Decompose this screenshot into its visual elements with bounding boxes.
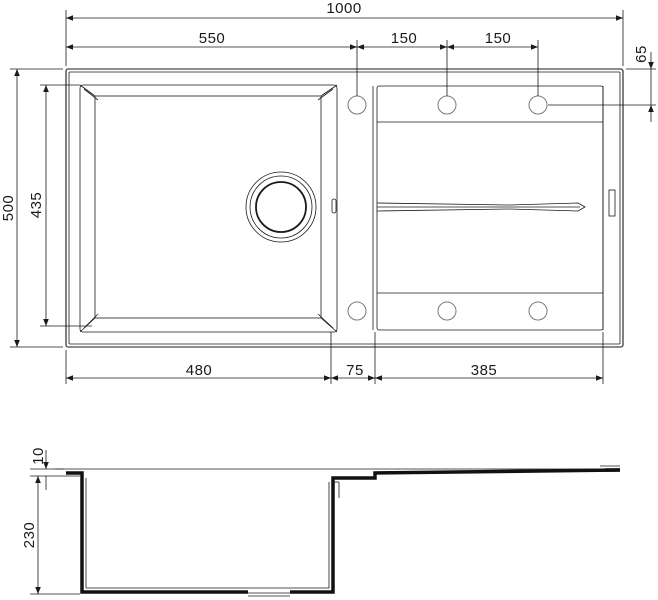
dim-label-bowl-offset: 550	[199, 30, 226, 47]
tap-hole	[528, 95, 548, 115]
dim-tap-edge-offset: 65	[548, 45, 656, 122]
dim-label-overall-depth: 500	[0, 195, 17, 222]
dim-bowl-offset: 550	[66, 30, 358, 96]
sink-profile	[66, 468, 621, 594]
dim-label-gap-width: 75	[346, 362, 364, 379]
dim-tap-spacing: 150 150	[357, 30, 539, 96]
dim-bowl-depth: 435	[28, 84, 92, 327]
dim-label-bowl-width: 480	[186, 362, 213, 379]
dim-label-overall-width: 1000	[326, 0, 361, 17]
drain-outlet	[245, 171, 317, 243]
dim-label-drainer-width: 385	[471, 362, 498, 379]
bowl	[79, 84, 338, 333]
sink-outline	[65, 68, 624, 348]
drainer-board	[376, 85, 616, 331]
tap-hole	[437, 301, 457, 321]
dim-label-tap-edge-offset: 65	[633, 45, 650, 63]
dim-label-tap-spacing-2: 150	[485, 30, 512, 47]
dim-label-rim-thickness: 10	[30, 447, 47, 465]
dim-label-bowl-height: 230	[21, 522, 38, 549]
side-view: 10 230	[21, 447, 621, 597]
dim-label-tap-spacing-1: 150	[391, 30, 418, 47]
tap-hole	[528, 301, 548, 321]
dim-overall-width: 1000	[65, 0, 624, 66]
dim-bowl-height: 230	[21, 476, 80, 595]
dim-rim-thickness: 10	[30, 447, 80, 490]
dim-label-bowl-depth: 435	[28, 192, 45, 219]
tap-hole	[347, 301, 367, 321]
sink-inner-rim	[68, 71, 621, 345]
dim-overall-depth: 500	[0, 68, 63, 348]
top-view: 1000 550 150 150 65	[0, 0, 656, 384]
tap-holes	[347, 95, 548, 321]
tap-hole	[437, 95, 457, 115]
dim-bottom-widths: 480 75 385	[65, 332, 604, 384]
tap-hole	[347, 95, 367, 115]
